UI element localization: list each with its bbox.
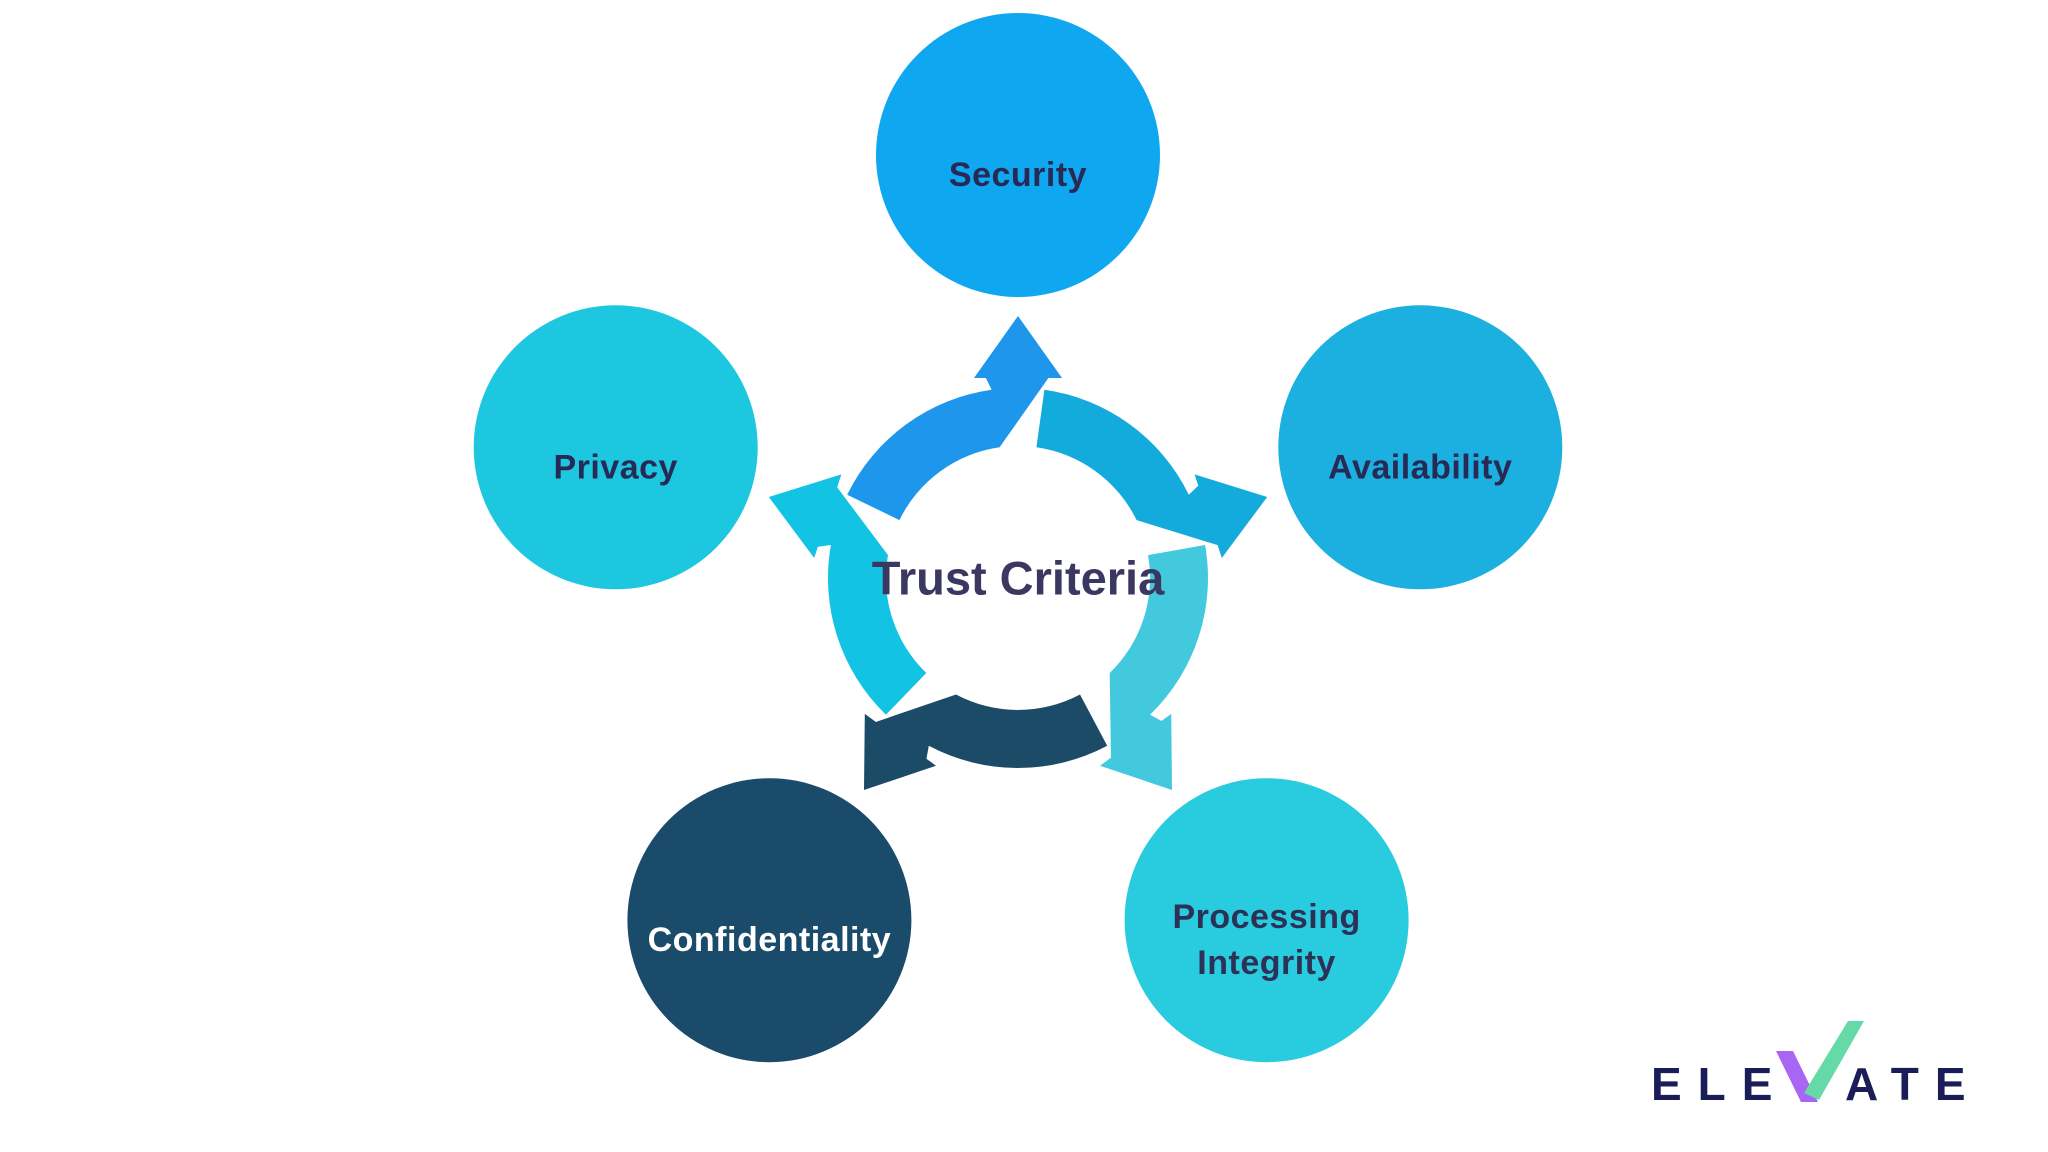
criteria-label-security: Security [949,156,1087,194]
cycle-arrows-ring [768,316,1268,790]
logo-text-ate: ATE [1845,1058,1982,1110]
cycle-arrow-security [847,316,1062,521]
criteria-circle-security [876,13,1160,297]
criteria-label-privacy: Privacy [553,448,678,486]
criteria-label-processing-integrity-line2: Integrity [1197,944,1336,982]
criteria-node-availability: Availability [1278,305,1563,590]
center-title: Trust Criteria [872,552,1165,605]
criteria-label-processing-integrity-line1: Processing [1172,898,1360,936]
criteria-label-availability: Availability [1328,448,1512,486]
criteria-node-confidentiality: Confidentiality [627,778,912,1063]
cycle-arrow-privacy [768,474,927,715]
criteria-circle-privacy [473,305,758,590]
criteria-node-security: Security [876,13,1160,297]
cycle-arrow-confidentiality [864,694,1108,790]
logo-text-ele: ELE [1651,1058,1788,1110]
cycle-arrow-availability [1036,389,1268,558]
criteria-nodes: SecurityAvailabilityProcessingIntegrityC… [473,13,1563,1063]
criteria-node-privacy: Privacy [473,305,758,590]
criteria-circle-processing-integrity [1124,778,1409,1063]
criteria-circle-confidentiality [627,778,912,1063]
logo-checkmark-up-stroke-icon [1804,1021,1864,1100]
cycle-arrow-processing-integrity [1100,545,1208,790]
criteria-circle-availability [1278,305,1563,590]
criteria-label-confidentiality: Confidentiality [648,921,892,959]
elevate-logo: ELE ATE [1651,1021,1982,1110]
